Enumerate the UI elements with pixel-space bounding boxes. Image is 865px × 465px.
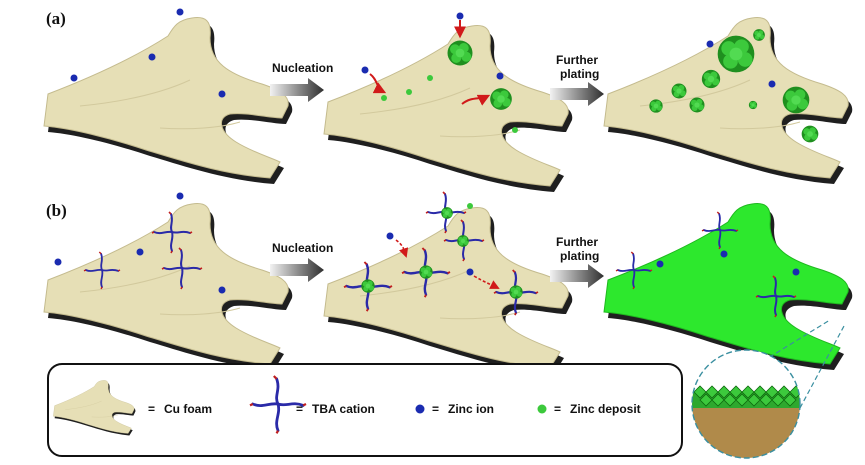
zinc-cluster-icon bbox=[419, 265, 433, 279]
further-plating-arrow-a: Further plating bbox=[550, 53, 604, 106]
zinc-ion-icon bbox=[386, 232, 394, 240]
zinc-cluster-icon bbox=[509, 285, 523, 299]
panel-b1-cu-foam-tba bbox=[43, 192, 293, 371]
zinc-ion-icon bbox=[706, 40, 714, 48]
zinc-cluster-icon bbox=[701, 69, 721, 89]
further-label: Further bbox=[556, 235, 598, 249]
zinc-deposit-icon bbox=[406, 89, 412, 95]
zinc-ion-icon bbox=[54, 258, 62, 266]
legend-zinc-deposit-label: Zinc deposit bbox=[570, 402, 641, 416]
legend-box: = Cu foam = TBA cation = Zinc ion = Zinc… bbox=[47, 363, 683, 457]
zinc-deposit-icon bbox=[381, 95, 387, 101]
panel-a3-further-plating bbox=[603, 17, 853, 185]
legend-tba-cation-label: TBA cation bbox=[312, 402, 375, 416]
zinc-cluster-icon bbox=[361, 279, 375, 293]
legend-eq: = bbox=[296, 402, 303, 416]
zinc-ion-icon bbox=[218, 286, 226, 294]
nucleation-label: Nucleation bbox=[272, 241, 333, 255]
zinc-cluster-icon bbox=[782, 86, 810, 114]
zoom-inset bbox=[691, 319, 845, 459]
zinc-cluster-icon bbox=[748, 100, 758, 110]
nucleation-arrow-b: Nucleation bbox=[270, 241, 333, 282]
zinc-ion-icon bbox=[136, 248, 144, 256]
zinc-cluster-icon bbox=[441, 207, 453, 219]
zinc-cluster-icon bbox=[689, 97, 705, 113]
row-b-label: (b) bbox=[46, 201, 67, 220]
zinc-ion-icon bbox=[466, 268, 474, 276]
zinc-ion-icon bbox=[768, 80, 776, 88]
plating-label: plating bbox=[560, 249, 599, 263]
zinc-ion-icon bbox=[176, 192, 184, 200]
panel-b3-uniform-zinc-layer bbox=[603, 203, 853, 371]
zinc-cluster-icon bbox=[490, 88, 512, 110]
zinc-cluster-icon bbox=[649, 99, 663, 113]
legend-cu-foam: = Cu foam bbox=[53, 380, 212, 436]
legend-cu-foam-label: Cu foam bbox=[164, 402, 212, 416]
zinc-ion-icon bbox=[656, 260, 664, 268]
further-plating-arrow-b: Further plating bbox=[550, 235, 604, 288]
zinc-ion-icon bbox=[720, 250, 728, 258]
zinc-cluster-icon bbox=[717, 35, 755, 73]
zinc-ion-icon bbox=[361, 66, 369, 74]
panel-b2-nucleation-tba bbox=[323, 191, 573, 375]
legend-zinc-deposit: = Zinc deposit bbox=[537, 402, 641, 416]
zinc-cluster-icon bbox=[447, 40, 473, 66]
zinc-cluster-icon bbox=[457, 235, 469, 247]
panel-a1-cu-foam bbox=[43, 8, 293, 185]
zinc-deposit-icon bbox=[427, 75, 433, 81]
nucleation-label: Nucleation bbox=[272, 61, 333, 75]
legend-eq: = bbox=[148, 402, 155, 416]
legend-zinc-ion-label: Zinc ion bbox=[448, 402, 494, 416]
nucleation-arrow-a: Nucleation bbox=[270, 61, 333, 102]
zinc-cluster-icon bbox=[671, 83, 687, 99]
legend-zinc-ion: = Zinc ion bbox=[415, 402, 494, 416]
panel-a2-nucleation bbox=[323, 12, 573, 193]
zinc-deposit-icon bbox=[467, 203, 473, 209]
zinc-ion-icon bbox=[148, 53, 156, 61]
row-a-label: (a) bbox=[46, 9, 66, 28]
further-label: Further bbox=[556, 53, 598, 67]
legend-eq: = bbox=[554, 402, 561, 416]
zinc-ion-icon bbox=[415, 404, 425, 414]
legend-eq: = bbox=[432, 402, 439, 416]
zinc-deposit-icon bbox=[537, 404, 547, 414]
zinc-cluster-icon bbox=[801, 125, 819, 143]
zinc-ion-icon bbox=[70, 74, 78, 82]
zinc-cluster-icon bbox=[753, 29, 765, 41]
plating-label: plating bbox=[560, 67, 599, 81]
legend-tba-cation: = TBA cation bbox=[248, 374, 375, 435]
zinc-ion-icon bbox=[496, 72, 504, 80]
zinc-ion-icon bbox=[218, 90, 226, 98]
zinc-deposit-icon bbox=[512, 127, 518, 133]
zinc-ion-icon bbox=[792, 268, 800, 276]
zinc-ion-icon bbox=[176, 8, 184, 16]
zinc-ion-icon bbox=[456, 12, 464, 20]
